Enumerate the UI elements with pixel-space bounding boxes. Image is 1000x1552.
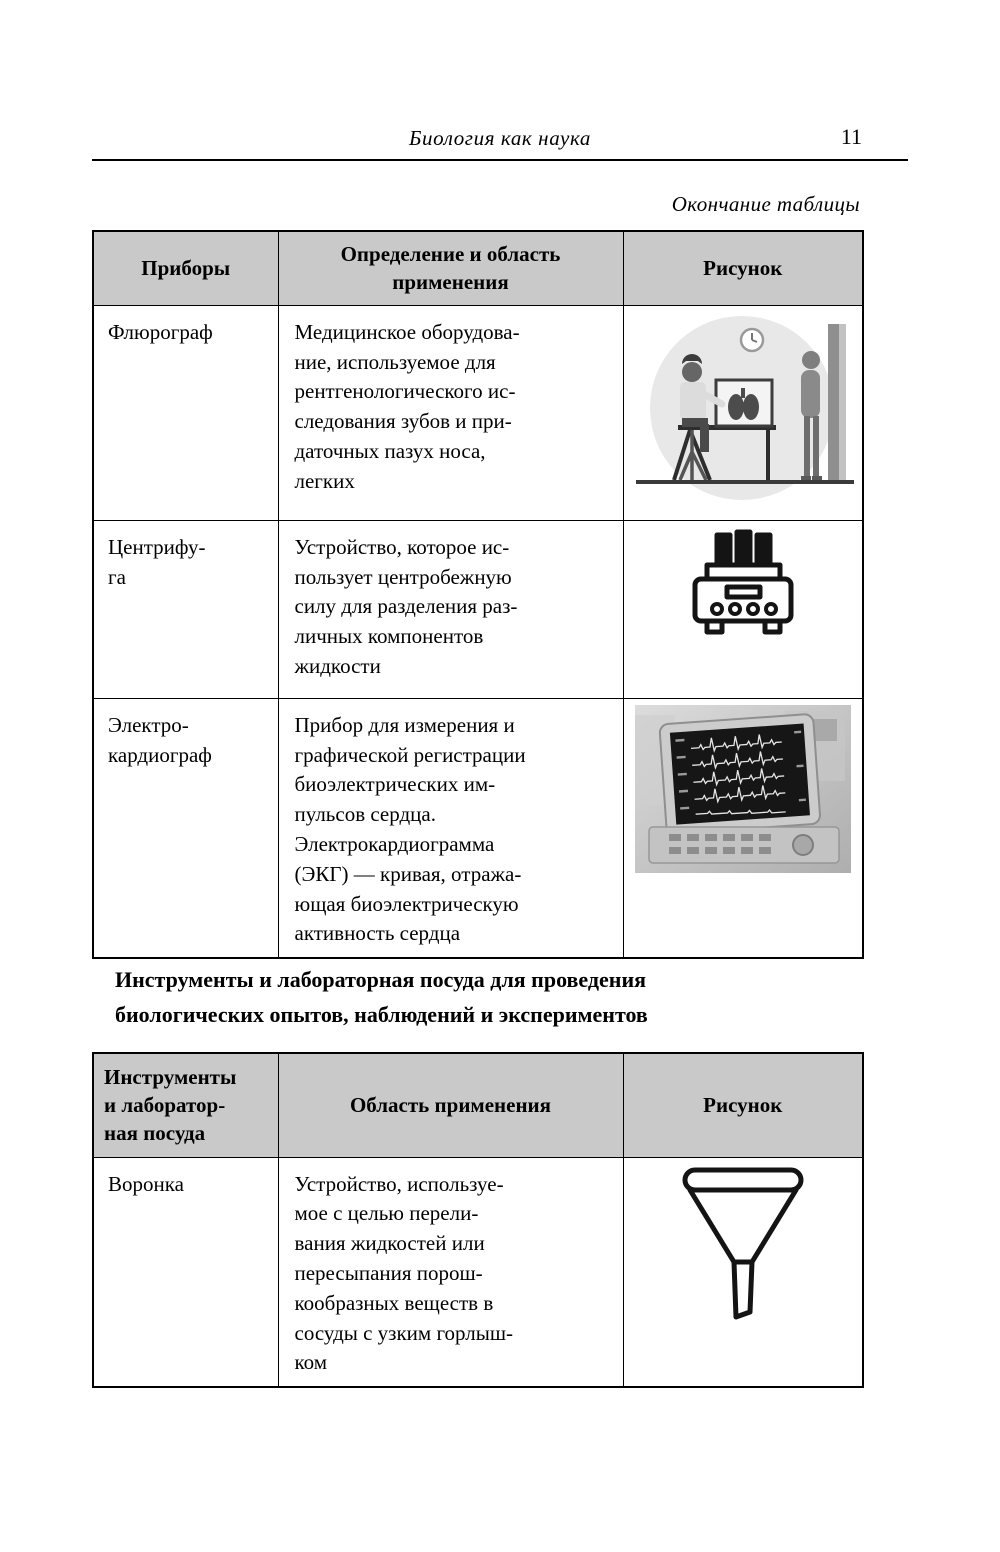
- table-caption: Окончание таблицы: [671, 192, 860, 216]
- col-header-definition: Определение и область применения: [277, 230, 624, 306]
- table-row: Флюрограф Медицинское оборудова- ние, ис…: [92, 304, 864, 521]
- device-name: Центрифу- га: [92, 519, 279, 699]
- col-header-figure: Рисунок: [622, 230, 864, 306]
- figure-cell: [622, 1156, 864, 1388]
- fluorograph-illustration: [635, 315, 854, 500]
- figure-cell: [622, 304, 864, 521]
- tools-table-header-row: Инструменты и лаборатор- ная посуда Обла…: [92, 1052, 864, 1158]
- running-title: Биология как наука: [409, 126, 591, 150]
- figure-cell: [622, 697, 864, 959]
- device-description: Медицинское оборудова- ние, используемое…: [277, 304, 624, 521]
- ecg-machine-photo: [634, 704, 851, 873]
- tools-table: Инструменты и лаборатор- ная посуда Обла…: [92, 1052, 864, 1389]
- device-description: Прибор для измерения и графической регис…: [277, 697, 624, 959]
- page-number: 11: [840, 124, 862, 149]
- section-heading: Инструменты и лабораторная посуда для пр…: [115, 967, 648, 1028]
- col-header-tools: Инструменты и лаборатор- ная посуда: [92, 1052, 279, 1158]
- table-row: Центрифу- га Устройство, которое ис- пол…: [92, 519, 864, 699]
- devices-table-header-row: Приборы Определение и область применения…: [92, 230, 864, 306]
- col-header-application: Область применения: [277, 1052, 624, 1158]
- figure-cell: [622, 519, 864, 699]
- table-row: Воронка Устройство, используе- мое с цел…: [92, 1156, 864, 1388]
- device-description: Устройство, которое ис- пользует центроб…: [277, 519, 624, 699]
- devices-table: Приборы Определение и область применения…: [92, 230, 864, 960]
- table-row: Электро- кардиограф Прибор для измерения…: [92, 697, 864, 959]
- running-header: Биология как наука 11: [92, 124, 908, 161]
- tool-description: Устройство, используе- мое с целью перел…: [277, 1156, 624, 1388]
- device-name: Электро- кардиограф: [92, 697, 279, 959]
- device-name: Флюрограф: [92, 304, 279, 521]
- funnel-icon: [682, 1167, 804, 1319]
- centrifuge-icon: [692, 529, 794, 635]
- tool-name: Воронка: [92, 1156, 279, 1388]
- col-header-devices: Приборы: [92, 230, 279, 306]
- col-header-figure: Рисунок: [622, 1052, 864, 1158]
